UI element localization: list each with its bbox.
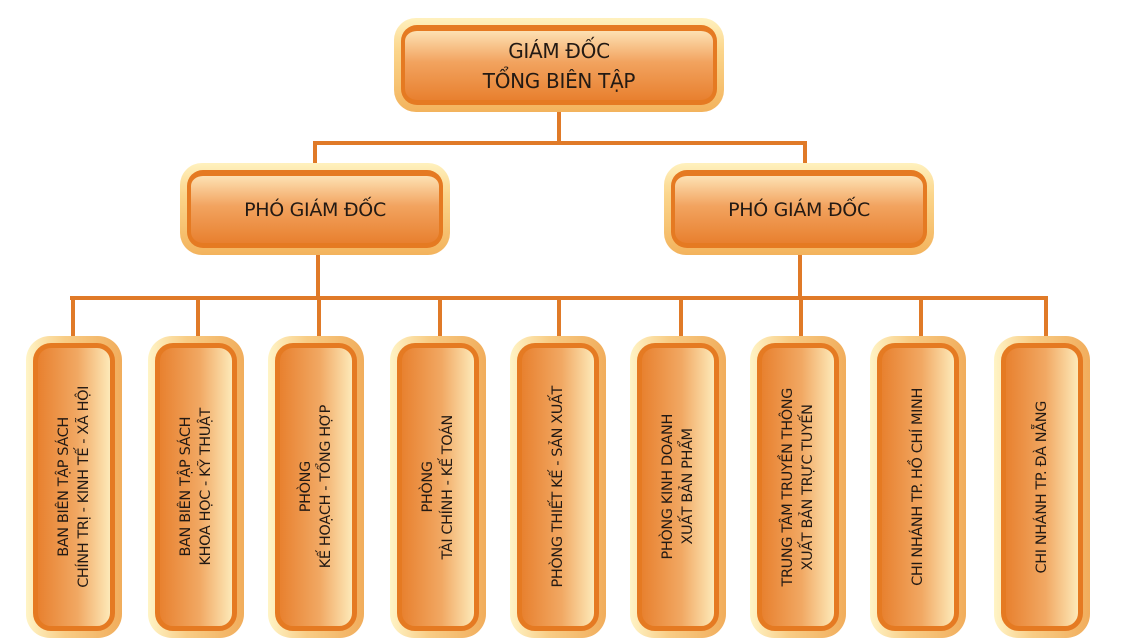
connector-department-drop — [196, 296, 200, 340]
department-box: CHI NHÁNH TP. HỒ CHÍ MINH — [870, 336, 966, 638]
deputy-director-label: PHÓ GIÁM ĐỐC — [728, 198, 870, 221]
connector-department-drop — [1044, 296, 1048, 340]
department-box: CHI NHÁNH TP. ĐÀ NẴNG — [994, 336, 1090, 638]
department-label-line: BAN BIÊN TẬP SÁCH — [178, 417, 194, 557]
director-label: GIÁM ĐỐC TỔNG BIÊN TẬP — [482, 36, 636, 96]
department-label: PHÒNG THIẾT KẾ - SẢN XUẤT — [548, 386, 568, 587]
department-label-line: XUẤT BẢN PHẨM — [680, 428, 696, 546]
department-label-line: CHI NHÁNH TP. ĐÀ NẴNG — [1034, 400, 1050, 574]
connector-department-drop — [438, 296, 442, 340]
department-label: CHI NHÁNH TP. HỒ CHÍ MINH — [908, 388, 928, 586]
department-label-line: TRUNG TÂM TRUYỀN THÔNG — [780, 387, 796, 587]
department-label-line: XUẤT BẢN TRỰC TUYẾN — [800, 403, 816, 571]
director-label-line: TỔNG BIÊN TẬP — [482, 68, 636, 93]
department-label-line: PHÒNG — [298, 461, 314, 513]
connector-department-drop — [317, 296, 321, 340]
connector-deputies-horizontal — [313, 141, 807, 145]
department-label-line: KHOA HỌC - KỸ THUẬT — [198, 408, 214, 566]
department-label-line: PHÒNG KINH DOANH — [660, 414, 676, 560]
director-box: GIÁM ĐỐC TỔNG BIÊN TẬP — [394, 18, 724, 112]
department-box: PHÒNG THIẾT KẾ - SẢN XUẤT — [510, 336, 606, 638]
department-label-line: TÀI CHÍNH - KẾ TOÁN — [440, 414, 456, 560]
connector-department-drop — [557, 296, 561, 340]
connector-department-drop — [679, 296, 683, 340]
connector-deputy-1-down — [316, 254, 320, 300]
department-label-line: CHI NHÁNH TP. HỒ CHÍ MINH — [910, 388, 926, 586]
department-label-line: PHÒNG THIẾT KẾ - SẢN XUẤT — [550, 386, 566, 588]
deputy-director-label: PHÓ GIÁM ĐỐC — [244, 198, 386, 221]
connector-department-drop — [799, 296, 803, 340]
department-label-line: PHÒNG — [420, 461, 436, 513]
director-label-line: GIÁM ĐỐC — [508, 38, 610, 63]
connector-department-drop — [919, 296, 923, 340]
department-label-line: BAN BIÊN TẬP SÁCH — [56, 417, 72, 557]
department-label: CHI NHÁNH TP. ĐÀ NẴNG — [1032, 401, 1052, 573]
department-label-line: KẾ HOẠCH - TỔNG HỢP — [318, 405, 334, 569]
connector-deputy-2-down — [798, 254, 802, 300]
deputy-director-box: PHÓ GIÁM ĐỐC — [180, 163, 450, 255]
connector-deputy-2-up — [803, 141, 807, 167]
connector-deputy-1-up — [313, 141, 317, 167]
connector-root-down — [557, 111, 561, 143]
department-label-line: CHÍNH TRỊ - KINH TẾ - XÃ HỘI — [76, 386, 92, 588]
deputy-director-box: PHÓ GIÁM ĐỐC — [664, 163, 934, 255]
connector-department-drop — [71, 296, 75, 340]
